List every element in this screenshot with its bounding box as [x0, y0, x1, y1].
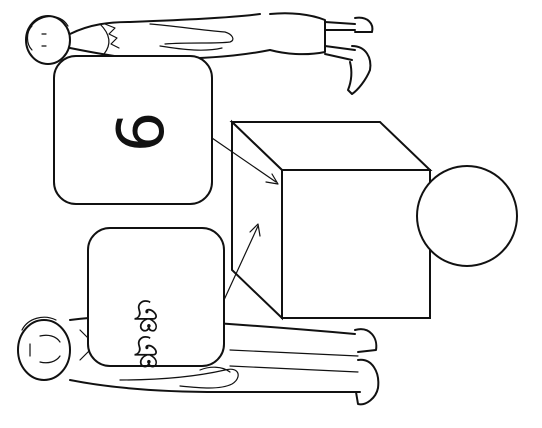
arrow-bottom	[223, 223, 261, 301]
circle-shape	[416, 165, 518, 267]
arrow-top	[211, 137, 279, 185]
cube	[229, 119, 433, 321]
speech-bubble-top: 9	[53, 55, 213, 205]
woman-figure	[25, 12, 374, 95]
speech-bubble-bottom: ঞঞ	[87, 227, 225, 370]
speech-bubble-top-text: 9	[100, 112, 174, 153]
speech-bubble-bottom-text: ঞঞ	[126, 298, 166, 370]
